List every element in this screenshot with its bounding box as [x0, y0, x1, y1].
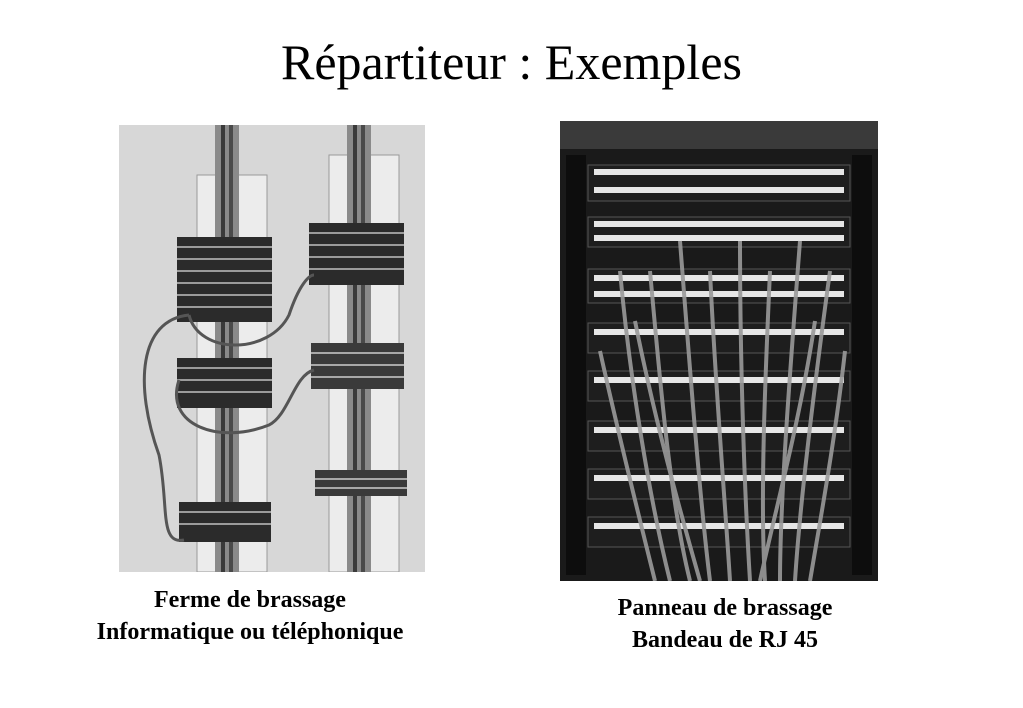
left-caption: Ferme de brassage Informatique ou téléph…	[20, 584, 480, 648]
left-caption-line1: Ferme de brassage	[154, 587, 346, 613]
slide-title: Répartiteur : Exemples	[281, 34, 742, 90]
distribution-frame-photo	[119, 125, 425, 572]
patch-panel-photo	[560, 121, 878, 581]
right-caption-line1: Panneau de brassage	[617, 595, 833, 621]
left-caption-line2: Informatique ou téléphonique	[96, 619, 404, 645]
right-caption: Panneau de brassage Bandeau de RJ 45	[490, 592, 960, 656]
right-caption-line2: Bandeau de RJ 45	[631, 627, 819, 653]
